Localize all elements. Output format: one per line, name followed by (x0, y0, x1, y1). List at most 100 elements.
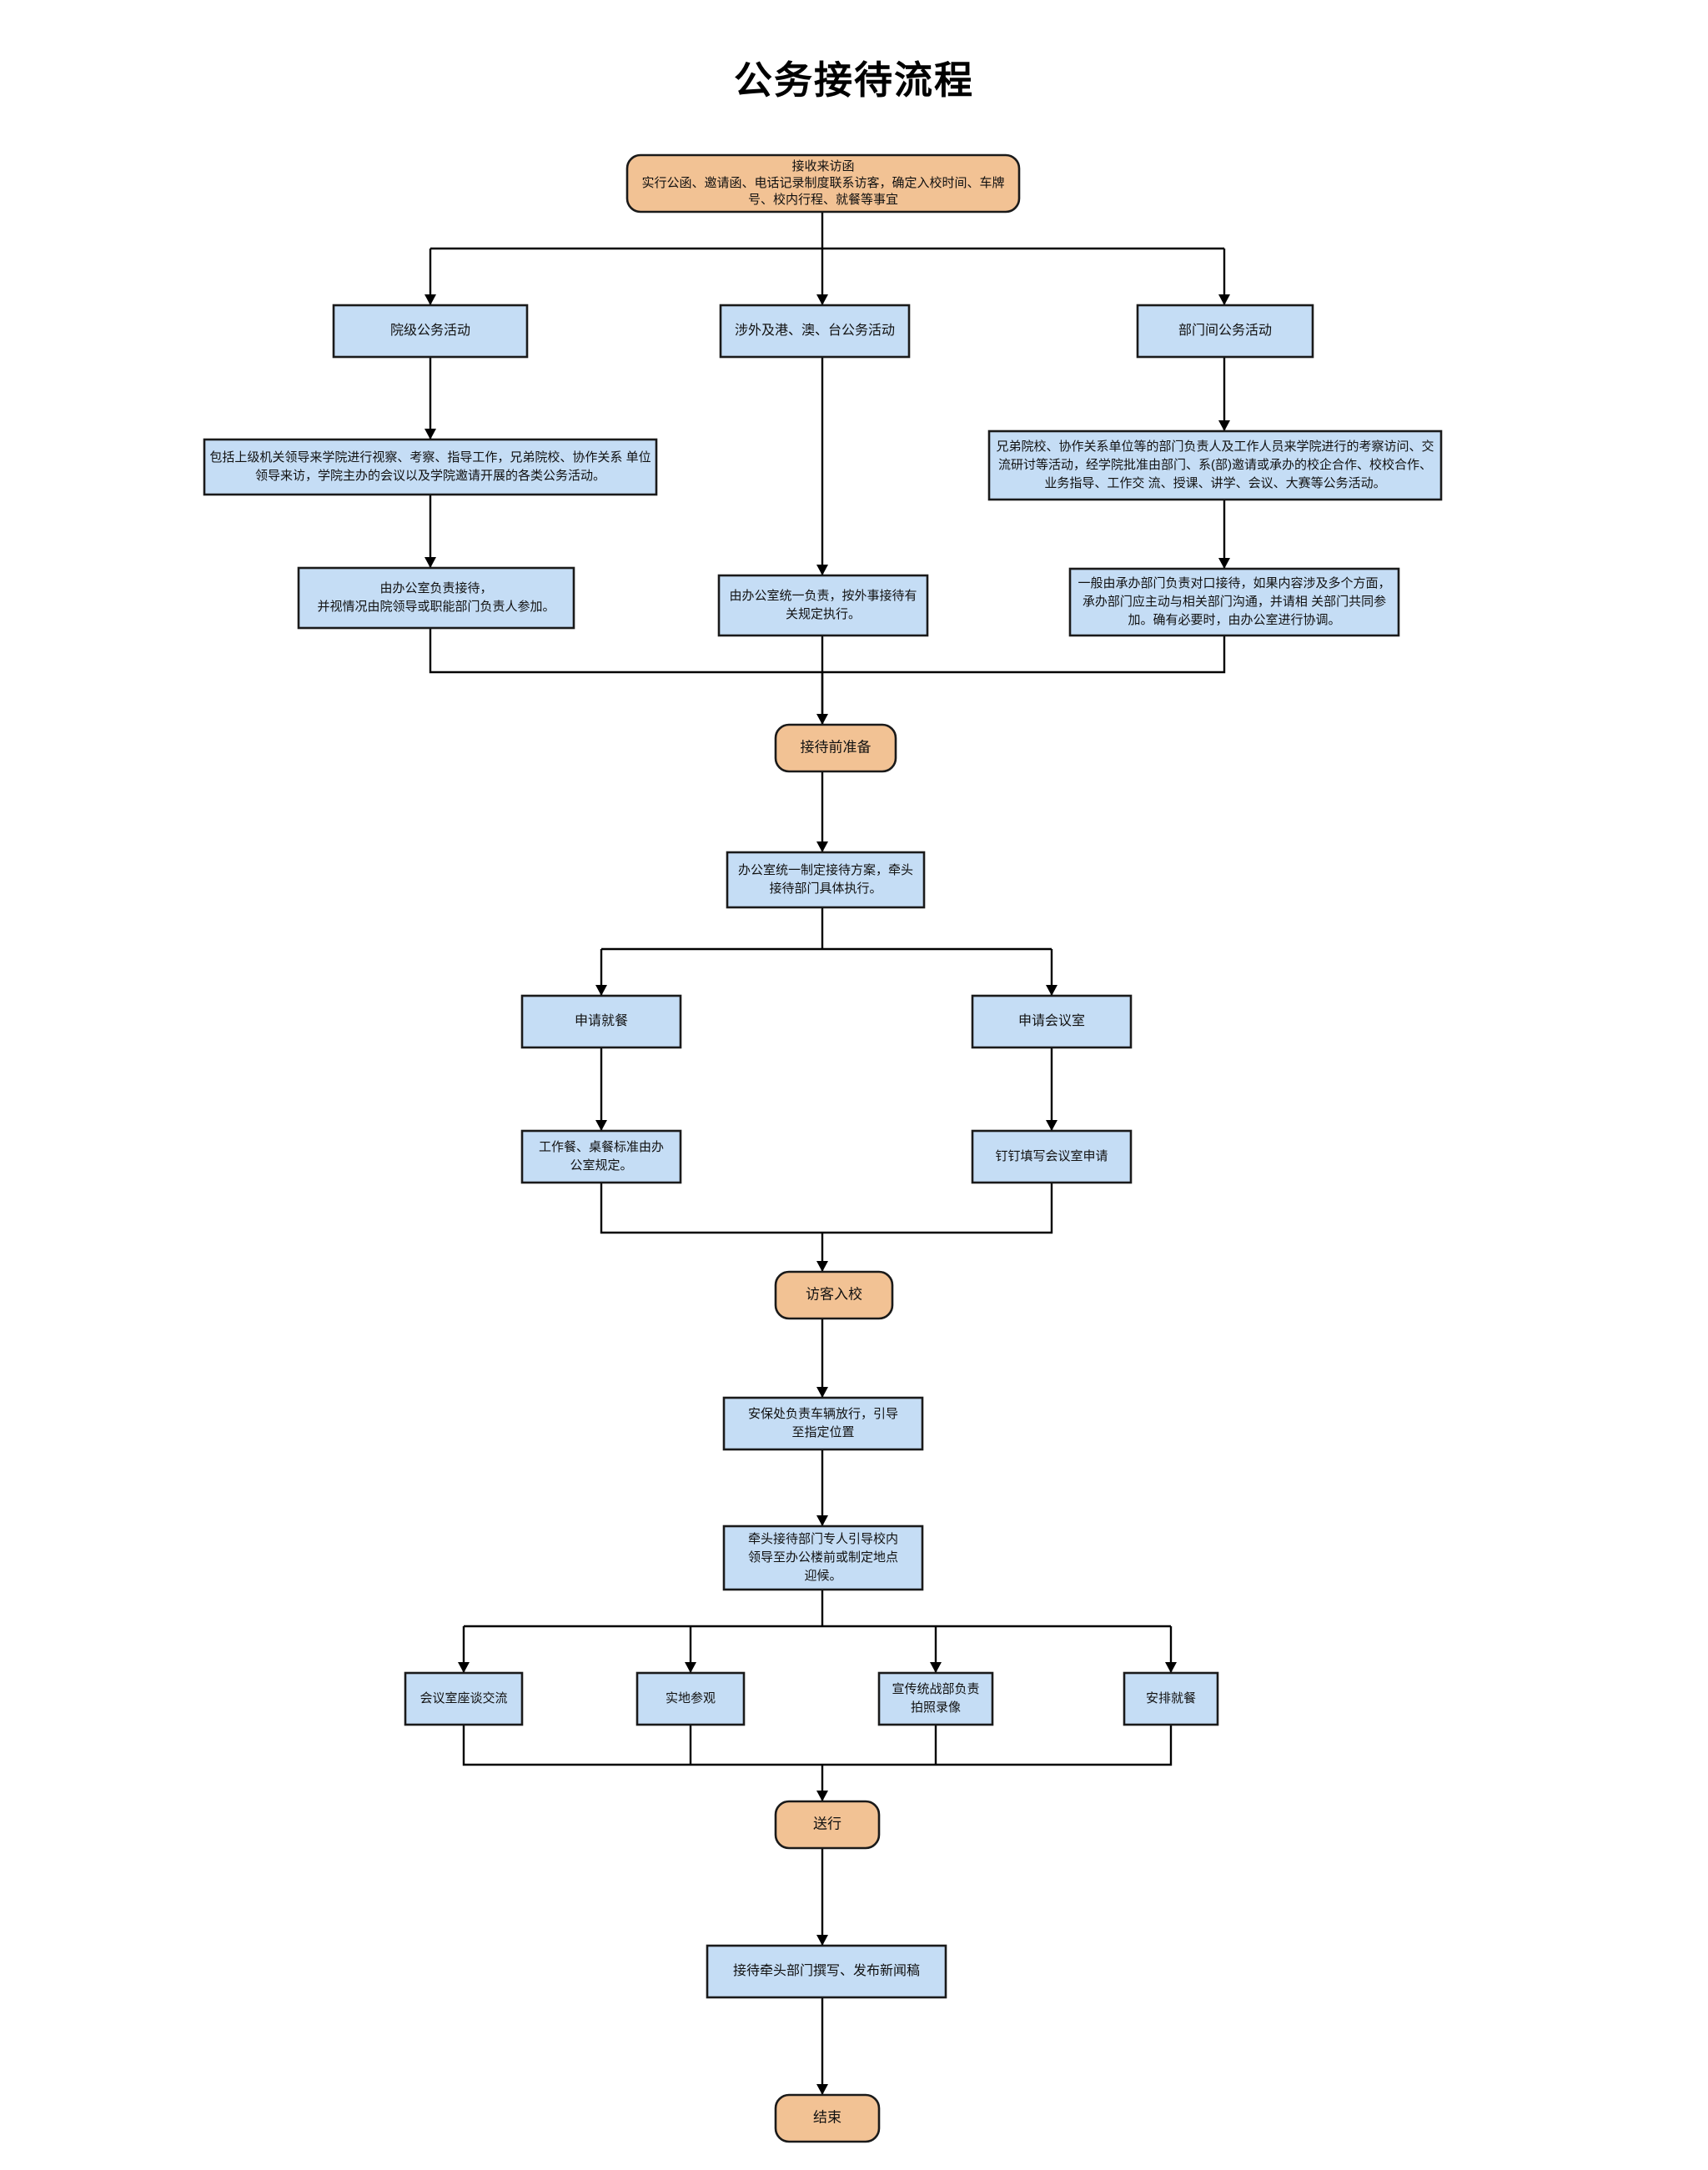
node-label-line: 办公室统一制定接待方案，牵头 (738, 862, 913, 877)
process-shape (722, 1396, 924, 1451)
node-label-line: 牵头接待部门专人引导校内 (748, 1532, 898, 1546)
arrowhead (424, 429, 436, 440)
flow-node-n24[interactable]: 接待牵头部门撰写、发布新闻稿 (706, 1944, 947, 1999)
process-shape (971, 1129, 1133, 1184)
flow-node-n19[interactable]: 会议室座谈交流 (404, 1671, 524, 1726)
node-label-line: 接待牵头部门撰写、发布新闻稿 (733, 1963, 920, 1978)
node-label-line: 加。确有必要时，由办公室进行协调。 (1128, 613, 1340, 627)
node-label-line: 结束 (813, 2109, 841, 2125)
node-label-line: 部门间公务活动 (1178, 323, 1272, 338)
node-label-line: 会议室座谈交流 (419, 1690, 507, 1705)
connector-line (462, 1725, 822, 1766)
node-label-line: 包括上级机关领导来学院进行视察、考察、指导工作，兄弟院校、协作关系 单位 (209, 450, 651, 465)
node-label-line: 实行公函、邀请函、电话记录制度联系访客，确定入校时间、车牌 (641, 176, 1004, 190)
process-shape (332, 304, 529, 359)
node-label-line: 并视情况由院领导或职能部门负责人参加。 (317, 599, 555, 614)
arrowhead (1046, 985, 1057, 996)
page-title: 公务接待流程 (734, 59, 974, 102)
arrowhead (595, 985, 607, 996)
flow-node-n6[interactable]: 兄弟院校、协作关系单位等的部门负责人及工作人员来学院进行的考察访问、交流研讨等活… (987, 429, 1443, 501)
flow-node-n12[interactable]: 申请就餐 (520, 994, 682, 1049)
node-label-line: 院级公务活动 (390, 323, 470, 338)
connector-line (600, 1183, 822, 1234)
process-shape (1123, 1671, 1219, 1726)
flow-node-n9[interactable]: 一般由承办部门负责对口接待，如果内容涉及多个方面，承办部门应主动与相关部门沟通，… (1068, 567, 1400, 637)
node-label-line: 公室规定。 (570, 1158, 632, 1173)
flow-node-n2[interactable]: 院级公务活动 (332, 304, 529, 359)
node-label-line: 安排就餐 (1146, 1691, 1196, 1705)
node-label-line: 业务指导、工作交 流、授课、讲学、会议、大赛等公务活动。 (1044, 475, 1385, 490)
node-label-line: 关规定执行。 (786, 607, 861, 621)
process-shape (987, 429, 1443, 501)
flow-node-n20[interactable]: 实地参观 (635, 1671, 746, 1726)
node-label-line: 钉钉填写会议室申请 (995, 1149, 1108, 1163)
node-label-line: 领导至办公楼前或制定地点 (748, 1550, 898, 1565)
terminator-shape (774, 2093, 881, 2143)
flow-node-n1[interactable]: 接收来访函实行公函、邀请函、电话记录制度联系访客，确定入校时间、车牌号、校内行程… (625, 153, 1021, 213)
node-label-line: 工作餐、桌餐标准由办 (539, 1140, 664, 1154)
node-label-line: 拍照录像 (911, 1700, 961, 1715)
arrowhead (816, 841, 828, 852)
flow-node-n3[interactable]: 涉外及港、澳、台公务活动 (719, 304, 911, 359)
arrowhead (816, 1387, 828, 1398)
flow-node-n10[interactable]: 接待前准备 (774, 723, 897, 773)
flow-node-n16[interactable]: 访客入校 (774, 1270, 894, 1320)
node-label-line: 涉外及港、澳、台公务活动 (735, 323, 895, 338)
process-shape (1068, 567, 1400, 637)
flow-node-n5[interactable]: 包括上级机关领导来学院进行视察、考察、指导工作，兄弟院校、协作关系 单位领导来访… (203, 438, 658, 496)
process-shape (297, 566, 575, 630)
node-label-line: 接待前准备 (801, 739, 872, 755)
flow-node-n23[interactable]: 送行 (774, 1800, 881, 1850)
flow-node-n4[interactable]: 部门间公务活动 (1136, 304, 1314, 359)
flow-node-n15[interactable]: 钉钉填写会议室申请 (971, 1129, 1133, 1184)
node-label-line: 号、校内行程、就餐等事宜 (748, 192, 898, 207)
process-shape (877, 1671, 994, 1726)
arrowhead (685, 1662, 696, 1673)
terminator-shape (774, 1800, 881, 1850)
flow-node-n7[interactable]: 由办公室负责接待， 并视情况由院领导或职能部门负责人参加。 (297, 566, 575, 630)
node-label-line: 申请就餐 (575, 1013, 628, 1028)
process-shape (203, 438, 658, 496)
process-shape (1136, 304, 1314, 359)
flow-node-n13[interactable]: 申请会议室 (971, 994, 1133, 1049)
connector-line (822, 635, 1226, 674)
node-label-line: 迎候。 (804, 1569, 841, 1583)
process-shape (635, 1671, 746, 1726)
arrowhead (816, 714, 828, 725)
arrowhead (816, 2084, 828, 2095)
arrowhead (424, 294, 436, 305)
node-label-line: 流研讨等活动，经学院批准由部门、系(部)邀请或承办的校企合作、校校合作、 (998, 457, 1432, 472)
arrowhead (816, 1935, 828, 1946)
arrowhead (816, 1261, 828, 1272)
node-label-line: 访客入校 (806, 1286, 862, 1302)
nodes-layer: 接收来访函实行公函、邀请函、电话记录制度联系访客，确定入校时间、车牌号、校内行程… (203, 153, 1443, 2143)
process-shape (726, 851, 926, 909)
process-shape (404, 1671, 524, 1726)
process-shape (971, 994, 1133, 1049)
arrowhead (816, 565, 828, 575)
node-label-line: 由办公室统一负责，按外事接待有 (729, 589, 917, 603)
flow-node-n25[interactable]: 结束 (774, 2093, 881, 2143)
arrowhead (1046, 1120, 1057, 1131)
arrowhead (816, 1515, 828, 1526)
node-label-line: 由办公室负责接待， (379, 581, 492, 595)
arrowhead (595, 1120, 607, 1131)
node-label-line: 承办部门应主动与相关部门沟通，并请相 关部门共同参 (1083, 594, 1386, 609)
process-shape (520, 994, 682, 1049)
flow-node-n22[interactable]: 安排就餐 (1123, 1671, 1219, 1726)
arrowhead (1218, 558, 1230, 569)
process-shape (722, 1525, 924, 1591)
node-label-line: 安保处负责车辆放行，引导 (748, 1407, 898, 1421)
arrowheads-layer (424, 294, 1230, 2095)
node-label-line: 接收来访函 (791, 159, 854, 173)
connector-line (429, 628, 822, 674)
arrowhead (1218, 420, 1230, 431)
